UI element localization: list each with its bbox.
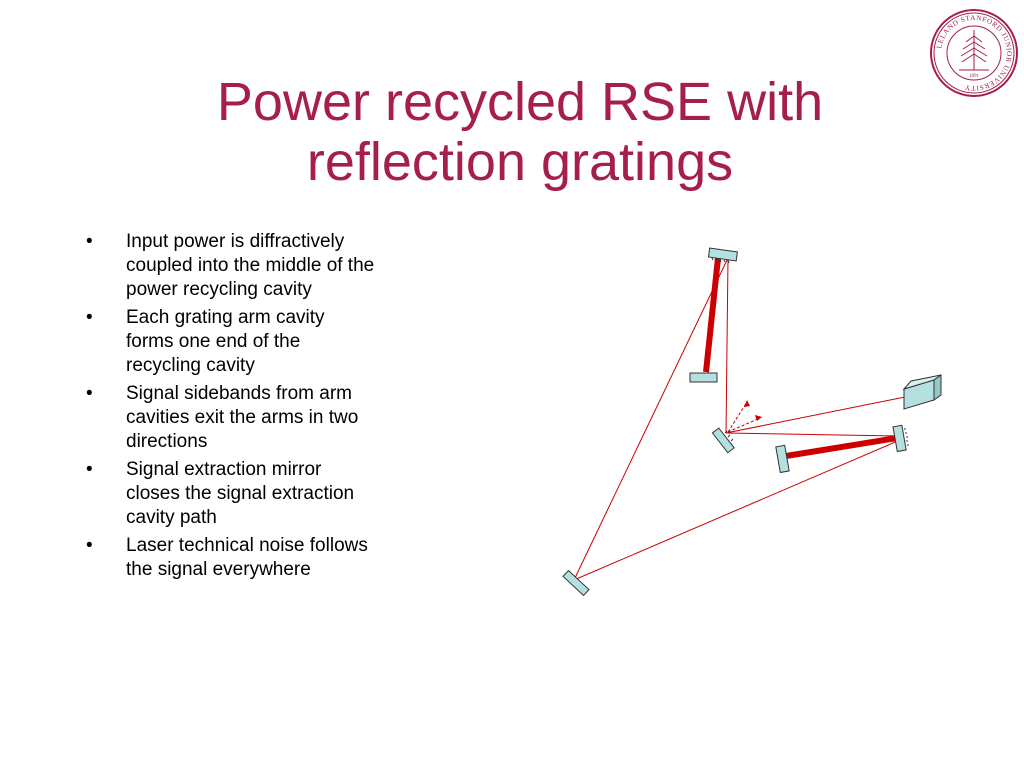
bullet-dot: • xyxy=(86,459,93,480)
bullet-text: Signal sidebands from arm cavities exit … xyxy=(126,383,359,452)
title-line-1: Power recycled RSE with xyxy=(216,72,824,132)
arm-beam-horizontal xyxy=(785,435,898,459)
arm-beam-vertical xyxy=(703,257,721,373)
beam-laser-input xyxy=(725,395,911,434)
bullet-item: • Signal extraction mirror closes the sig… xyxy=(86,458,376,530)
right-arm-end-mirror xyxy=(775,444,790,474)
bullet-text: Laser technical noise follows the signal… xyxy=(126,535,368,580)
bullet-item: • Input power is diffractively coupled in… xyxy=(86,230,376,302)
arrow-head-1 xyxy=(744,400,750,407)
beam-top-to-center xyxy=(725,257,729,434)
bullet-text: Each grating arm cavity forms one end of… xyxy=(126,307,325,376)
bullet-text: Signal extraction mirror closes the sign… xyxy=(126,459,355,528)
bullet-list: • Input power is diffractively coupled in… xyxy=(86,230,376,586)
center-grating xyxy=(711,427,735,454)
bullet-dot: • xyxy=(86,383,93,404)
diffracted-beam-1 xyxy=(727,401,748,433)
laser-source xyxy=(902,374,942,410)
svg-text:1891: 1891 xyxy=(969,74,980,79)
beam-center-to-signal-mirror xyxy=(573,439,901,581)
slide-title: Power recycled RSE with reflection grati… xyxy=(130,72,910,192)
diffracted-beam-2 xyxy=(727,417,761,433)
thin-beams xyxy=(573,257,911,581)
beam-center-to-right-grating xyxy=(725,432,901,437)
right-arm-grating xyxy=(892,424,907,453)
tree-icon xyxy=(959,30,989,71)
top-arm-grating xyxy=(707,247,738,262)
top-arm-end-mirror xyxy=(689,372,718,383)
signal-extraction-mirror xyxy=(562,569,590,597)
arrow-head-2 xyxy=(755,415,762,421)
title-line-2: reflection gratings xyxy=(306,132,734,192)
bullet-text: Input power is diffractively coupled int… xyxy=(126,231,375,300)
stanford-seal-logo: LELAND STANFORD JUNIOR UNIVERSITY 1891 xyxy=(930,9,1018,97)
bullet-dot: • xyxy=(86,307,93,328)
grating-rulings xyxy=(711,257,909,446)
bullet-item: • Each grating arm cavity forms one end o… xyxy=(86,306,376,378)
beam-grating-to-signal-mirror xyxy=(573,257,729,581)
bullet-dot: • xyxy=(86,231,93,252)
bullet-dot: • xyxy=(86,535,93,556)
bullet-item: • Signal sidebands from arm cavities exit… xyxy=(86,382,376,454)
bullet-item: • Laser technical noise follows the signa… xyxy=(86,534,376,582)
diffraction-arrows xyxy=(727,401,761,433)
